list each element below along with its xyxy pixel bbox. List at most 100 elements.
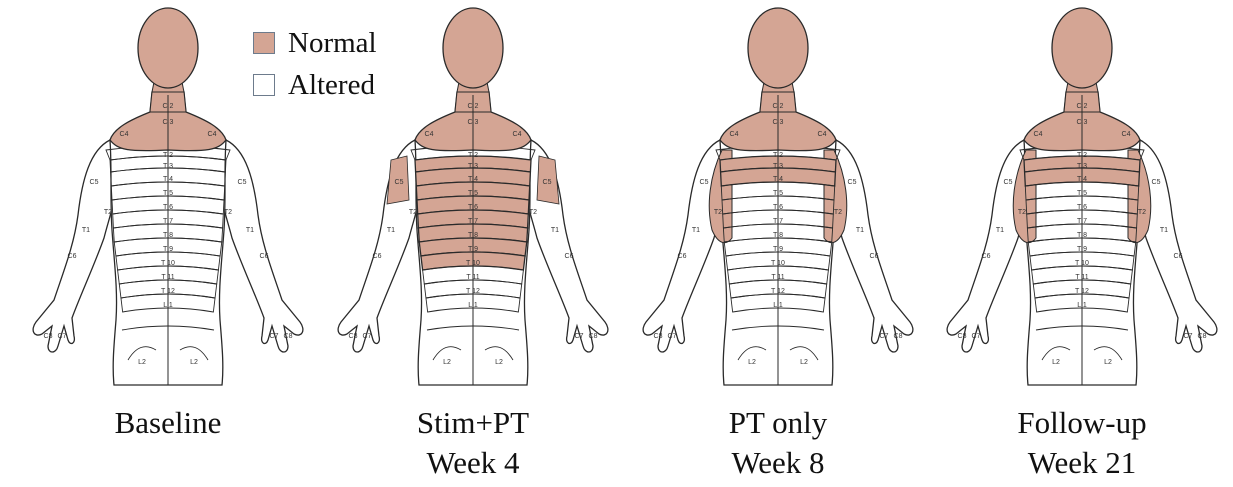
label-c7-left: C7: [363, 333, 372, 340]
label-c7-right: C7: [270, 333, 279, 340]
label-t12: T 12: [771, 288, 785, 295]
label-t4: T 4: [1077, 176, 1087, 183]
label-t1-right: T1: [551, 227, 559, 234]
label-t8: T 8: [163, 232, 173, 239]
label-t2-left: T2: [409, 209, 417, 216]
label-t11: T 11: [1075, 274, 1088, 281]
label-c7-left: C7: [972, 333, 981, 340]
label-t8: T 8: [1077, 232, 1087, 239]
label-c5-left: C5: [1004, 179, 1013, 186]
label-t12: T 12: [466, 288, 480, 295]
label-c6-right: C6: [260, 253, 269, 260]
label-c8-left: C8: [349, 333, 358, 340]
label-t10: T 10: [771, 260, 785, 267]
label-c7-right: C7: [880, 333, 889, 340]
label-t2-right: T2: [1138, 209, 1146, 216]
label-l1: L 1: [163, 302, 173, 309]
label-l1: L 1: [773, 302, 783, 309]
label-t4: T 4: [773, 176, 783, 183]
head: [443, 8, 503, 88]
label-t7: T 7: [468, 218, 478, 225]
panel-caption-line1: PT only: [628, 403, 928, 443]
label-c5-right: C5: [543, 179, 552, 186]
label-t1-right: T1: [856, 227, 864, 234]
label-c4-left: C4: [730, 131, 739, 138]
label-c2: C 2: [773, 103, 784, 110]
label-t6: T 6: [773, 204, 783, 211]
head: [1052, 8, 1112, 88]
label-t1-left: T1: [387, 227, 395, 234]
label-t6: T 6: [163, 204, 173, 211]
label-t3: T 3: [468, 163, 478, 170]
label-t7: T 7: [1077, 218, 1087, 225]
label-t11: T 11: [161, 274, 174, 281]
legend-label-normal: Normal: [288, 27, 377, 60]
right-arm: [220, 140, 303, 352]
label-t2-right: T2: [224, 209, 232, 216]
label-c5-right: C5: [848, 179, 857, 186]
label-t4: T 4: [163, 176, 173, 183]
left-arm: [33, 140, 116, 352]
label-t8: T 8: [468, 232, 478, 239]
label-t2: T 2: [163, 152, 173, 159]
legend-item-altered: Altered: [253, 64, 377, 106]
panel-caption-line2: Week 21: [932, 443, 1232, 483]
label-c4-left: C4: [425, 131, 434, 138]
panel-caption-line2: Week 8: [628, 443, 928, 483]
label-t5: T 5: [468, 190, 478, 197]
label-c3: C 3: [1077, 119, 1088, 126]
label-t10: T 10: [466, 260, 480, 267]
body-map-pt-only: C 2C 3C4C4T 2T 3T 4T 5T 6T 7T 8T 9T 10T …: [628, 0, 928, 395]
label-t9: T 9: [468, 246, 478, 253]
label-t4: T 4: [468, 176, 478, 183]
label-c8-left: C8: [958, 333, 967, 340]
legend-swatch-altered: [253, 74, 275, 96]
label-t7: T 7: [163, 218, 173, 225]
label-c7-right: C7: [1184, 333, 1193, 340]
label-l2-left: L2: [443, 359, 451, 366]
label-t10: T 10: [161, 260, 175, 267]
label-l2-right: L2: [190, 359, 198, 366]
label-t10: T 10: [1075, 260, 1089, 267]
label-t6: T 6: [468, 204, 478, 211]
head: [748, 8, 808, 88]
label-t2: T 2: [1077, 152, 1087, 159]
label-c4-left: C4: [1034, 131, 1043, 138]
label-c8-right: C8: [1198, 333, 1207, 340]
legend: Normal Altered: [253, 22, 377, 106]
label-t1-right: T1: [246, 227, 254, 234]
label-t2: T 2: [468, 152, 478, 159]
label-t2-right: T2: [529, 209, 537, 216]
label-t3: T 3: [1077, 163, 1087, 170]
label-t1-left: T1: [692, 227, 700, 234]
label-c8-right: C8: [589, 333, 598, 340]
label-t2-left: T2: [714, 209, 722, 216]
label-t1-right: T1: [1160, 227, 1168, 234]
label-t7: T 7: [773, 218, 783, 225]
label-c2: C 2: [1077, 103, 1088, 110]
panel-caption-line1: Stim+PT: [323, 403, 623, 443]
label-l1: L 1: [468, 302, 478, 309]
label-t1-left: T1: [996, 227, 1004, 234]
label-l2-left: L2: [1052, 359, 1060, 366]
label-t3: T 3: [163, 163, 173, 170]
label-t11: T 11: [466, 274, 479, 281]
label-l1: L 1: [1077, 302, 1087, 309]
label-c6-right: C6: [565, 253, 574, 260]
label-c7-left: C7: [58, 333, 67, 340]
label-c3: C 3: [163, 119, 174, 126]
label-c6-right: C6: [870, 253, 879, 260]
legend-item-normal: Normal: [253, 22, 377, 64]
panel-caption-line1: Baseline: [18, 403, 318, 443]
label-t3: T 3: [773, 163, 783, 170]
label-c3: C 3: [773, 119, 784, 126]
label-l2-right: L2: [1104, 359, 1112, 366]
label-c4-right: C4: [818, 131, 827, 138]
label-c5-right: C5: [1152, 179, 1161, 186]
label-t1-left: T1: [82, 227, 90, 234]
label-t5: T 5: [163, 190, 173, 197]
label-c5-right: C5: [238, 179, 247, 186]
